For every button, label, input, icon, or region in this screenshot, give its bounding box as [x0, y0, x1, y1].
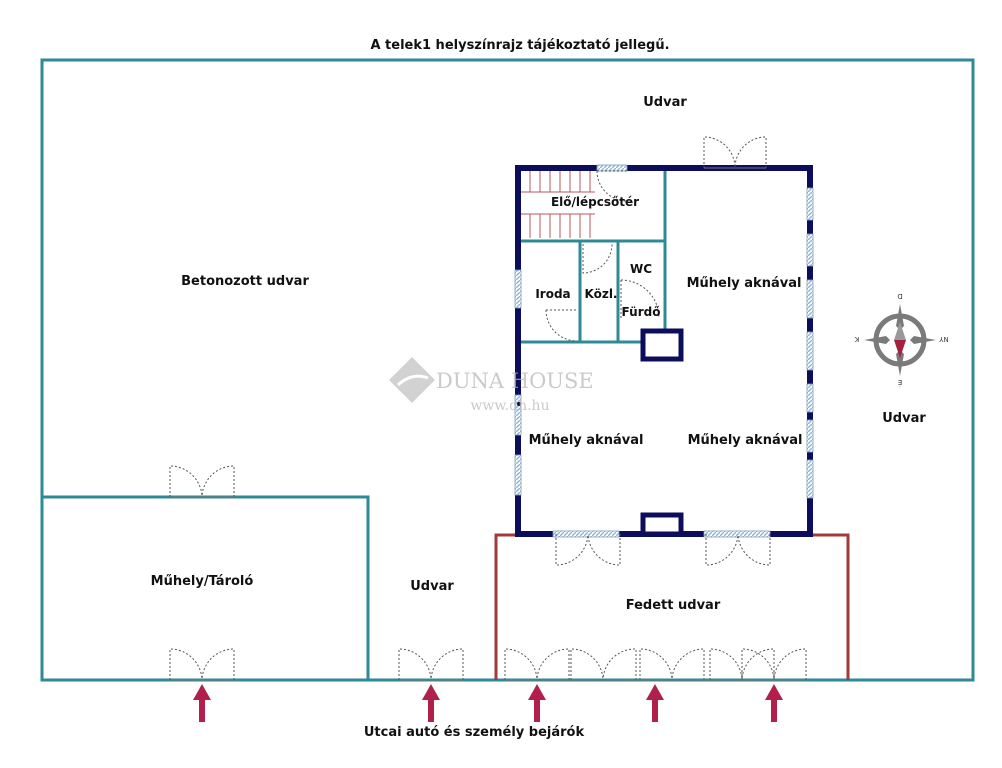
- label-muhely-bottom-left: Műhely aknával: [529, 433, 644, 448]
- chimney: [640, 512, 684, 537]
- compass-west: K: [854, 335, 859, 343]
- arrow-up-icon: [765, 684, 783, 722]
- compass-icon: D É NY K: [854, 292, 948, 387]
- label-udvar-top: Udvar: [643, 95, 687, 110]
- label-betonozott-udvar: Betonozott udvar: [181, 274, 309, 289]
- outbuilding-wall: [42, 495, 370, 680]
- entrance-arrows: [193, 684, 783, 722]
- room-labels: Udvar Betonozott udvar Elő/lépcsőtér Iro…: [151, 95, 927, 613]
- label-wc: WC: [630, 262, 652, 276]
- compass-north: D: [897, 292, 902, 300]
- compass-east: NY: [939, 335, 949, 343]
- label-furdo: Fürdő: [622, 305, 661, 319]
- label-udvar-right: Udvar: [882, 411, 926, 426]
- interior-partitions: [518, 168, 667, 344]
- entrances-caption: Utcai autó és személy bejárók: [364, 725, 585, 740]
- watermark: DUNA HOUSE www.dh.hu: [389, 357, 594, 414]
- label-muhely-bottom-right: Műhely aknával: [688, 433, 803, 448]
- chimney: [640, 328, 684, 362]
- compass-south: É: [898, 378, 902, 387]
- watermark-url: www.dh.hu: [470, 398, 549, 414]
- arrow-up-icon: [528, 684, 546, 722]
- label-kozl: Közl.: [585, 287, 618, 301]
- arrow-up-icon: [422, 684, 440, 722]
- windows: [514, 164, 814, 538]
- label-fedett-udvar: Fedett udvar: [626, 598, 721, 613]
- door-leaves: [170, 167, 806, 681]
- watermark-brand: DUNA HOUSE: [436, 369, 594, 393]
- doors: [169, 136, 807, 681]
- label-muhely-top-right: Műhely aknával: [687, 276, 802, 291]
- label-udvar-middle: Udvar: [410, 579, 454, 594]
- label-muhely-tarolo: Műhely/Tároló: [151, 574, 254, 589]
- diamond-logo-icon: [389, 357, 435, 403]
- label-iroda: Iroda: [535, 287, 570, 301]
- arrow-up-icon: [193, 684, 211, 722]
- arrow-up-icon: [646, 684, 664, 722]
- wall-marker: [517, 402, 521, 406]
- staircase: [519, 171, 595, 238]
- plan-title: A telek1 helyszínrajz tájékoztató jelleg…: [370, 38, 669, 53]
- covered-yard-outline: [494, 533, 850, 680]
- plot-boundary: [40, 58, 975, 682]
- label-elo-lepcsoter: Elő/lépcsőtér: [551, 195, 639, 209]
